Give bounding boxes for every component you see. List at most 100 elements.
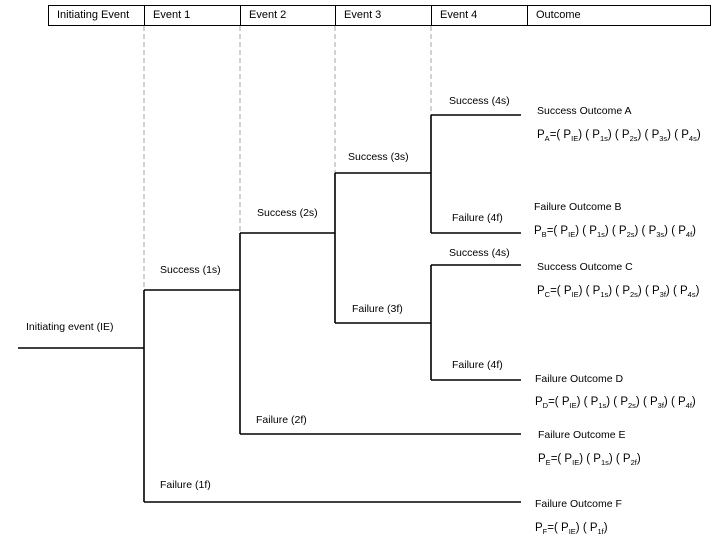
formula-term-subscript: IE — [568, 527, 576, 536]
formula-term-subscript: 1s — [599, 134, 608, 143]
outcome-label-d: Failure Outcome D — [535, 373, 624, 385]
formula-result-subscript: B — [541, 230, 547, 239]
outcome-label-a: Success Outcome A — [537, 105, 632, 117]
formula-term-close: ) — [578, 285, 583, 297]
formula-term-close: ) — [606, 396, 611, 408]
formula-term-subscript: 4f — [685, 230, 693, 239]
formula-term-close: ) — [691, 396, 696, 408]
formula-term: ( P — [638, 225, 657, 237]
formula-term: ( P — [580, 396, 599, 408]
header-outcome: Outcome — [527, 5, 711, 26]
formula-term: =( P — [550, 285, 572, 297]
formula-term: ( P — [611, 129, 630, 141]
formula-term: ( P — [612, 285, 630, 297]
header-event-2: Event 2 — [240, 5, 335, 26]
branch-label-1s: Success (1s) — [160, 264, 221, 276]
formula-term: ( P — [668, 225, 686, 237]
formula-term: ( P — [582, 285, 601, 297]
formula-term: ( P — [671, 129, 689, 141]
formula-term: ( P — [582, 129, 600, 141]
formula-term-subscript: 1s — [600, 290, 609, 299]
formula-term-close: ) — [634, 225, 639, 237]
formula-symbol: P — [535, 522, 543, 534]
formula-term: ( P — [669, 285, 688, 297]
header-event-3: Event 3 — [335, 5, 431, 26]
formula-term-subscript: 2s — [626, 230, 635, 239]
formula-term-close: ) — [578, 129, 583, 141]
formula-term-close: ) — [607, 129, 612, 141]
header-event-1: Event 1 — [144, 5, 240, 26]
formula-term: ( P — [583, 453, 601, 465]
branch-label-4f-lower: Failure (4f) — [452, 359, 503, 371]
formula-term-subscript: 3f — [657, 401, 664, 410]
header-initiating-event: Initiating Event — [48, 5, 144, 26]
formula-term-subscript: IE — [571, 134, 579, 143]
branch-label-3s: Success (3s) — [348, 151, 409, 163]
formula-term-subscript: 4f — [685, 401, 692, 410]
formula-result-subscript: C — [544, 290, 551, 299]
formula-a: PA=( PIE) ( P1s) ( P2s) ( P3s) ( P4s) — [537, 129, 701, 143]
formula-term: =( P — [550, 453, 573, 465]
formula-term-subscript: 1s — [598, 401, 607, 410]
formula-term-close: ) — [664, 225, 669, 237]
formula-term-close: ) — [636, 453, 641, 465]
formula-term-subscript: 2f — [630, 458, 637, 467]
formula-term-close: ) — [695, 285, 700, 297]
formula-term-subscript: 2s — [629, 134, 638, 143]
formula-b: PB=( PIE) ( P1s) ( P2s) ( P3s) ( P4f) — [534, 225, 696, 239]
formula-term: =( P — [548, 396, 570, 408]
formula-term: ( P — [612, 453, 631, 465]
formula-symbol: P — [538, 453, 546, 465]
formula-term: =( P — [546, 225, 569, 237]
formula-term-close: ) — [665, 285, 670, 297]
outcome-label-f: Failure Outcome F — [535, 498, 622, 510]
formula-term-close: ) — [604, 225, 609, 237]
formula-term-close: ) — [608, 285, 613, 297]
formula-term-subscript: 4s — [688, 134, 697, 143]
formula-term: ( P — [579, 522, 598, 534]
branch-label-4s-lower: Success (4s) — [449, 247, 510, 259]
formula-term-subscript: 3f — [659, 290, 666, 299]
formula-term-subscript: 1s — [596, 230, 605, 239]
formula-term-close: ) — [603, 522, 608, 534]
formula-term-subscript: 2s — [630, 290, 638, 299]
formula-term-subscript: IE — [571, 290, 579, 299]
branch-label-2f: Failure (2f) — [256, 414, 307, 426]
outcome-label-c: Success Outcome C — [537, 261, 633, 273]
formula-term: ( P — [641, 285, 660, 297]
formula-term-subscript: 1f — [597, 527, 604, 536]
formula-term: =( P — [547, 522, 569, 534]
branch-label-3f: Failure (3f) — [352, 303, 403, 315]
formula-term: ( P — [610, 396, 628, 408]
formula-term-subscript: 2s — [628, 401, 636, 410]
formula-result-subscript: A — [544, 134, 550, 143]
formula-term-close: ) — [637, 129, 642, 141]
formula-e: PE=( PIE) ( P1s) ( P2f) — [538, 453, 641, 467]
formula-result-subscript: D — [542, 401, 549, 410]
formula-term-close: ) — [575, 225, 580, 237]
initiating-event-label: Initiating event (IE) — [26, 321, 114, 333]
formula-term-close: ) — [637, 285, 642, 297]
outcome-label-e: Failure Outcome E — [538, 429, 626, 441]
formula-d: PD=( PIE) ( P1s) ( P2s) ( P3f) ( P4f) — [535, 396, 696, 410]
formula-symbol: P — [534, 225, 542, 237]
branch-label-1f: Failure (1f) — [160, 479, 211, 491]
formula-term-close: ) — [696, 129, 701, 141]
formula-term: ( P — [608, 225, 627, 237]
formula-term-close: ) — [635, 396, 640, 408]
formula-symbol: P — [537, 285, 545, 297]
formula-term-close: ) — [575, 522, 580, 534]
formula-term-subscript: 1s — [600, 458, 609, 467]
formula-symbol: P — [537, 129, 545, 141]
formula-term-close: ) — [692, 225, 697, 237]
formula-term: ( P — [579, 225, 597, 237]
header-event-4: Event 4 — [431, 5, 527, 26]
formula-term-subscript: IE — [572, 458, 580, 467]
branch-label-4s-upper: Success (4s) — [449, 95, 510, 107]
formula-term-close: ) — [576, 396, 581, 408]
formula-term: =( P — [549, 129, 572, 141]
branch-label-4f-upper: Failure (4f) — [452, 212, 503, 224]
formula-symbol: P — [535, 396, 543, 408]
